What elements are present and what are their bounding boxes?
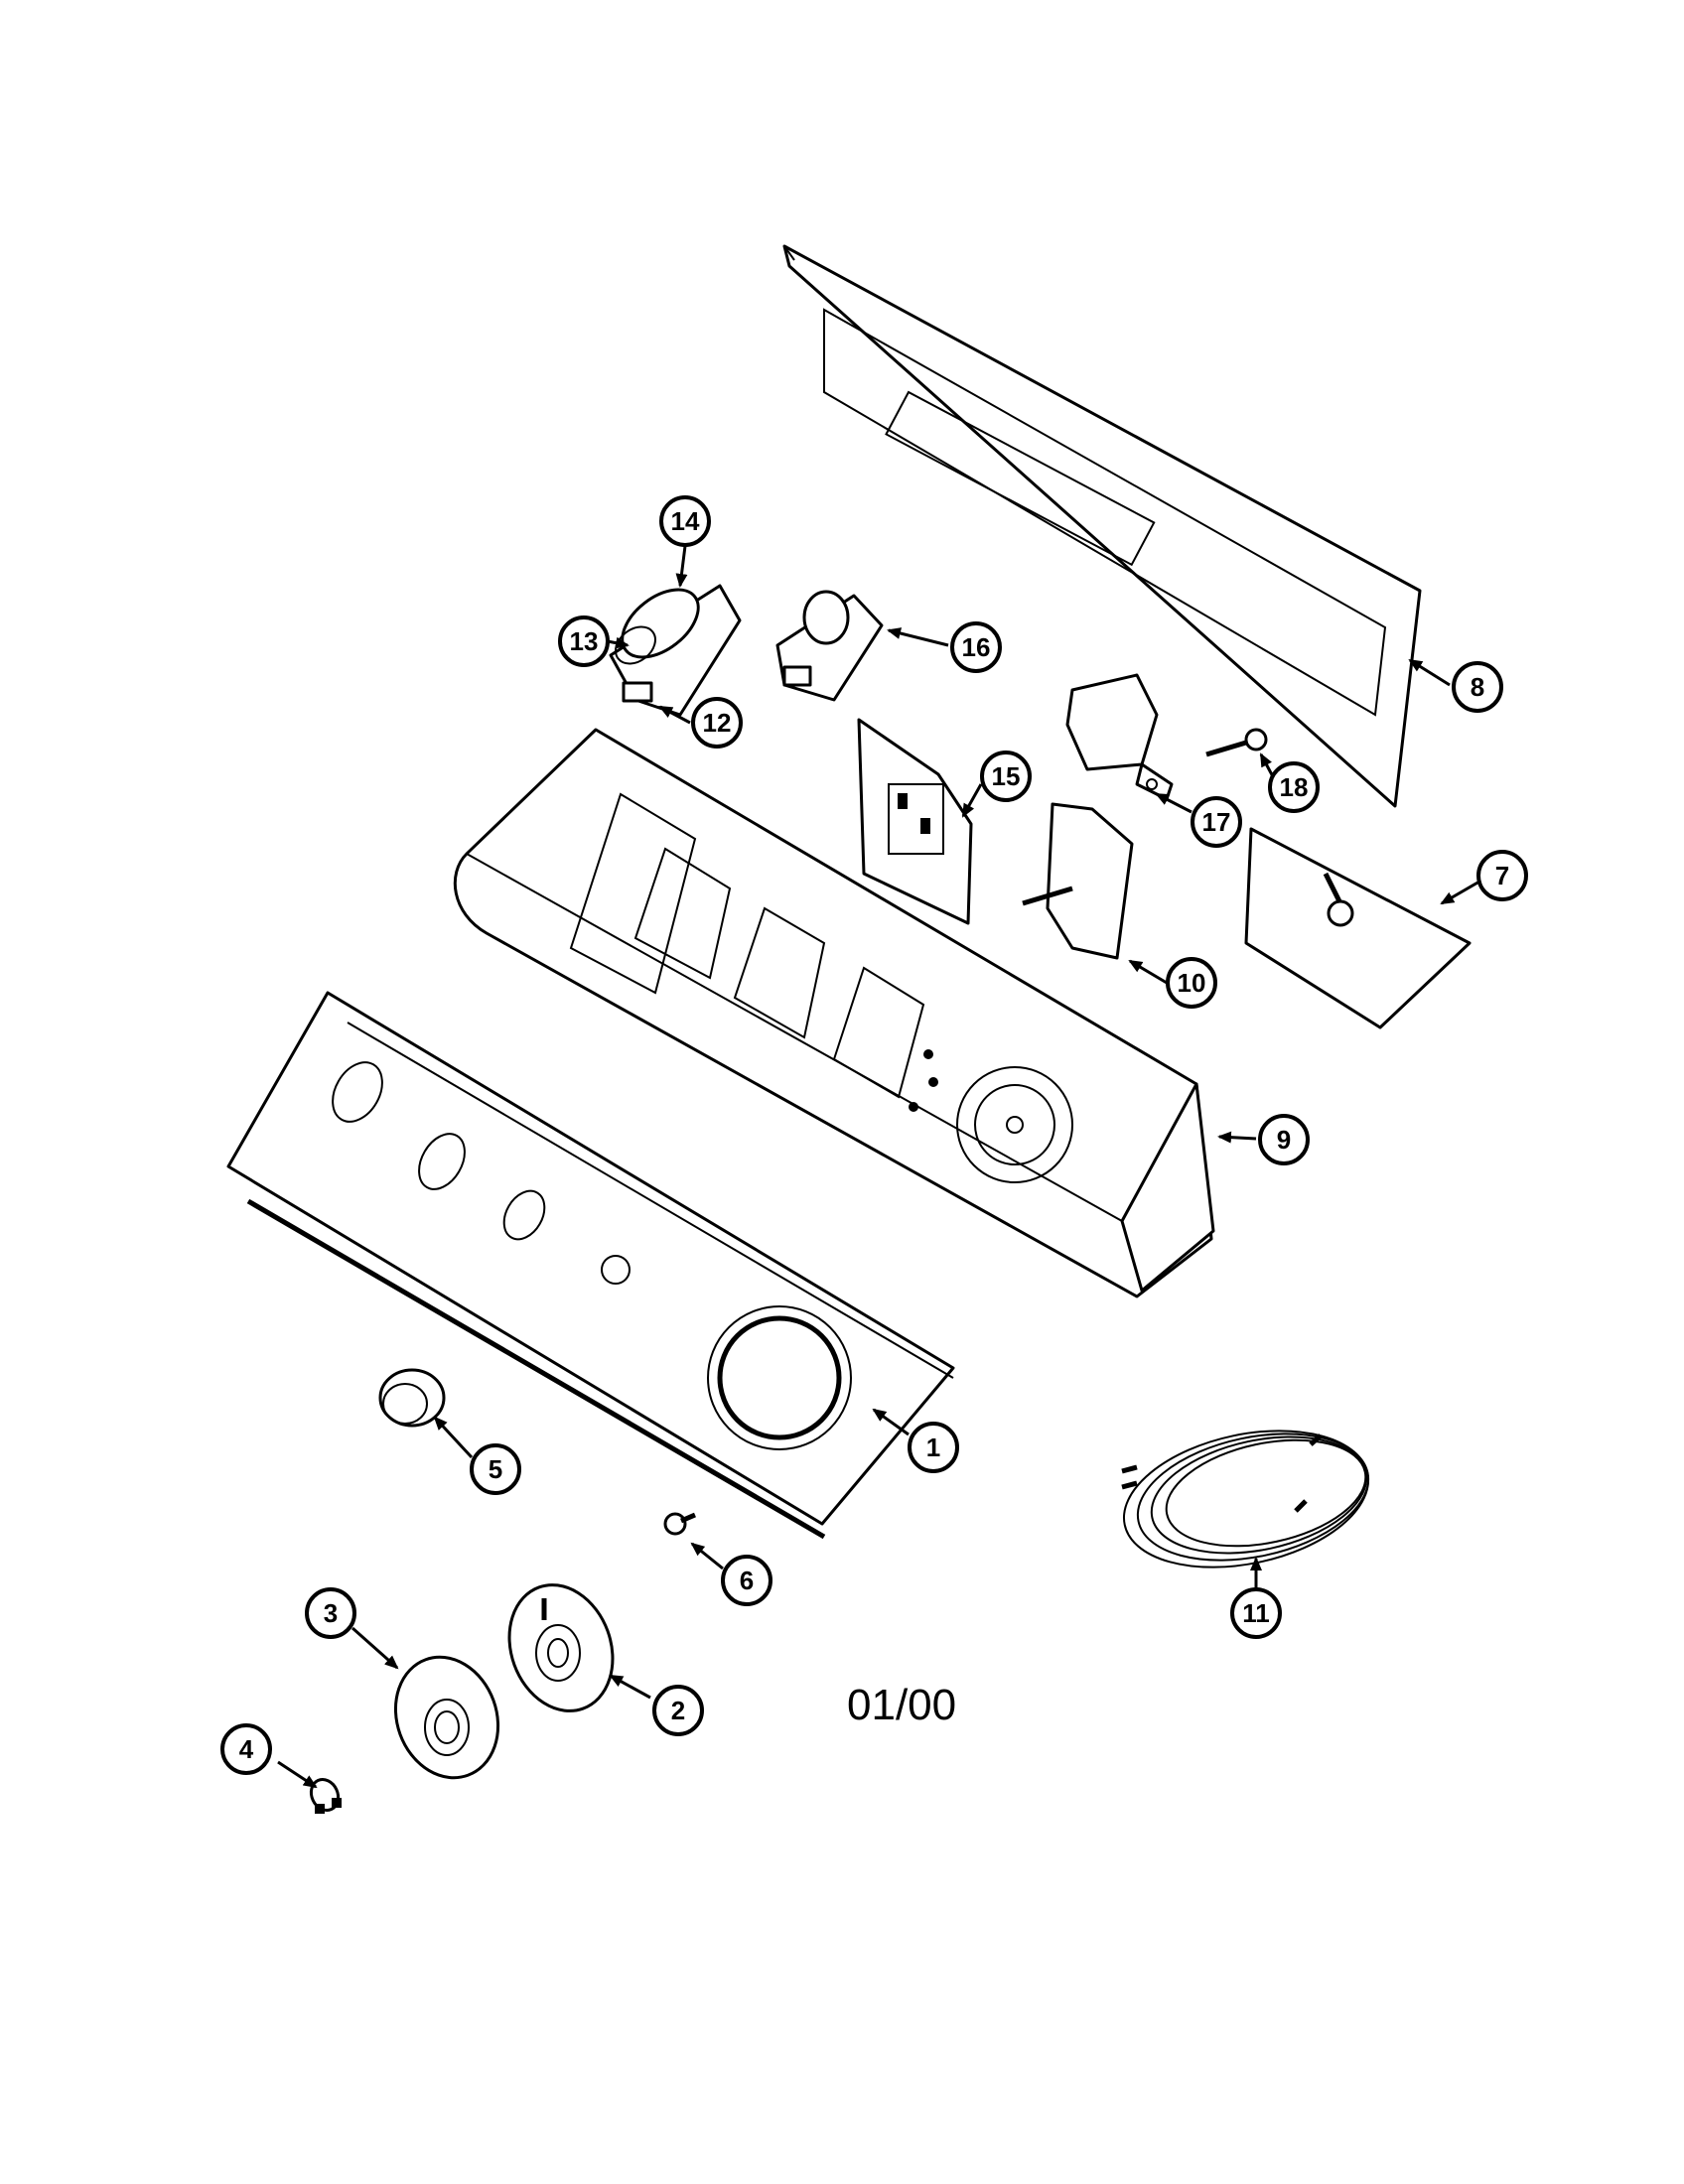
svg-text:3: 3 — [324, 1598, 338, 1628]
svg-text:18: 18 — [1280, 772, 1309, 802]
svg-text:5: 5 — [489, 1454, 502, 1484]
rear-panel-part — [782, 244, 1422, 808]
callout-17: 17 — [1191, 796, 1242, 848]
callout-13: 13 — [558, 615, 610, 667]
timer-knob-skirt-part — [507, 1583, 615, 1712]
svg-text:16: 16 — [962, 632, 991, 662]
callout-8: 8 — [1452, 661, 1503, 713]
svg-text:11: 11 — [1242, 1598, 1270, 1628]
switch-plate-part — [1022, 802, 1134, 960]
svg-text:10: 10 — [1178, 968, 1206, 998]
callout-11: 11 — [1230, 1587, 1282, 1639]
callout-15: 15 — [980, 751, 1032, 802]
svg-text:6: 6 — [740, 1566, 754, 1595]
screw-part — [1205, 728, 1268, 757]
callout-6: 6 — [721, 1555, 772, 1606]
callout-10: 10 — [1166, 957, 1217, 1009]
svg-text:1: 1 — [926, 1433, 940, 1462]
leader-lines — [277, 545, 1480, 1789]
svg-text:9: 9 — [1277, 1125, 1291, 1155]
control-panel-housing-part — [453, 728, 1215, 1298]
callout-14: 14 — [659, 495, 711, 547]
callout-5: 5 — [470, 1443, 521, 1495]
svg-text:4: 4 — [239, 1734, 254, 1764]
knob-clip-part — [309, 1777, 342, 1814]
front-console-panel-part — [226, 991, 955, 1540]
mounting-bracket-part — [857, 718, 973, 925]
callout-4: 4 — [220, 1723, 272, 1775]
callout-2: 2 — [652, 1685, 704, 1736]
timer-part — [1244, 827, 1472, 1029]
svg-text:14: 14 — [671, 506, 700, 536]
push-button-part — [378, 1368, 446, 1428]
terminal-block-part — [1065, 673, 1174, 801]
date-code: 01/00 — [847, 1681, 956, 1729]
svg-text:13: 13 — [570, 626, 599, 656]
svg-text:2: 2 — [671, 1696, 685, 1725]
callout-7: 7 — [1476, 850, 1528, 901]
wire-harness-part — [1121, 1430, 1370, 1569]
callout-1: 1 — [908, 1422, 959, 1473]
svg-text:8: 8 — [1471, 672, 1484, 702]
svg-text:12: 12 — [703, 708, 732, 738]
callout-18: 18 — [1268, 761, 1320, 813]
svg-text:15: 15 — [992, 761, 1021, 791]
svg-text:7: 7 — [1495, 861, 1509, 890]
svg-text:17: 17 — [1202, 807, 1231, 837]
lighted-switch-module-part — [609, 584, 742, 717]
callout-3: 3 — [305, 1587, 356, 1639]
switch-part — [775, 590, 884, 702]
timer-knob-part — [393, 1655, 500, 1780]
callout-9: 9 — [1258, 1114, 1310, 1165]
console-screw-part — [663, 1512, 696, 1536]
callout-12: 12 — [691, 697, 743, 749]
callout-16: 16 — [950, 621, 1002, 673]
